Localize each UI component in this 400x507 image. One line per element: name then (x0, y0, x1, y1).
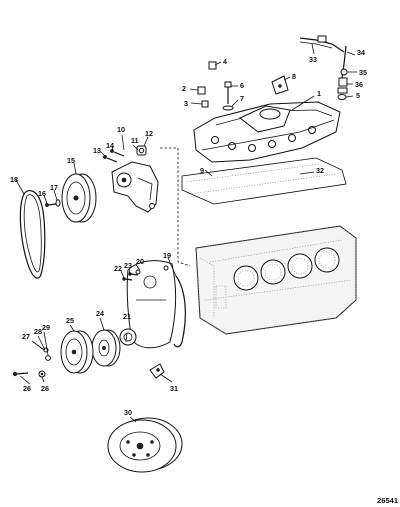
callout-27: 27 (22, 332, 30, 341)
callout-31: 31 (170, 384, 178, 393)
callout-26a: 26 (23, 384, 31, 393)
callout-9: 9 (200, 166, 204, 175)
callout-23: 23 (124, 261, 132, 270)
water-pump-bolts (103, 149, 125, 163)
callout-26b: 26 (41, 384, 49, 393)
callout-21: 21 (123, 312, 131, 321)
timing-cover (126, 260, 177, 349)
figure-number: 26541 (377, 496, 398, 505)
callout-35: 35 (359, 68, 367, 77)
manifold-nut (208, 61, 217, 70)
callout-6: 6 (240, 81, 244, 90)
callout-7: 7 (240, 94, 244, 103)
water-pump-pulley (61, 173, 97, 223)
lifting-bracket (271, 75, 289, 95)
callout-24: 24 (96, 309, 104, 318)
callout-14: 14 (106, 141, 114, 150)
engine-block (195, 225, 357, 335)
callout-33: 33 (309, 55, 317, 64)
callout-18: 18 (10, 175, 18, 184)
callout-1: 1 (317, 89, 321, 98)
callout-25: 25 (66, 316, 74, 325)
crank-pulley-hardware (12, 347, 51, 378)
drive-belt (19, 190, 46, 279)
callout-34: 34 (357, 48, 365, 57)
manifold-gasket-and-baffle (181, 157, 347, 205)
crankshaft-pulley (60, 330, 94, 374)
callout-labels: 1 2 3 4 5 6 7 8 9 10 11 12 13 14 15 16 1… (10, 48, 367, 417)
callout-11: 11 (131, 136, 139, 145)
callout-5: 5 (356, 91, 360, 100)
callout-29: 29 (42, 323, 50, 332)
water-pump-fitting (136, 145, 147, 156)
callout-2: 2 (182, 84, 186, 93)
intake-manifold (193, 101, 341, 163)
callout-17: 17 (50, 183, 58, 192)
callout-12: 12 (145, 129, 153, 138)
callout-19: 19 (163, 251, 171, 260)
callout-36: 36 (355, 80, 363, 89)
pulley-30 (107, 417, 183, 473)
harmonic-balancer (91, 329, 121, 367)
callout-30: 30 (124, 408, 132, 417)
pulley-bolt-washer (45, 199, 61, 207)
callout-16: 16 (38, 189, 46, 198)
leader-lines (15, 43, 357, 423)
callout-28: 28 (34, 327, 42, 336)
callout-13: 13 (93, 146, 101, 155)
callout-8: 8 (292, 72, 296, 81)
callout-4: 4 (223, 57, 227, 66)
callout-3: 3 (184, 99, 188, 108)
vent-hose-assembly (299, 35, 348, 94)
callout-22: 22 (114, 264, 122, 273)
callout-15: 15 (67, 156, 75, 165)
water-pump (111, 161, 159, 213)
manifold-bolt-and-washer (222, 81, 234, 111)
callout-32: 32 (316, 166, 324, 175)
timing-cover-gasket (173, 275, 186, 348)
alignment-line (160, 147, 191, 267)
front-oil-seal (119, 328, 137, 346)
callout-20: 20 (136, 257, 144, 266)
callout-10: 10 (117, 125, 125, 134)
timing-sensor-bracket (149, 363, 165, 379)
